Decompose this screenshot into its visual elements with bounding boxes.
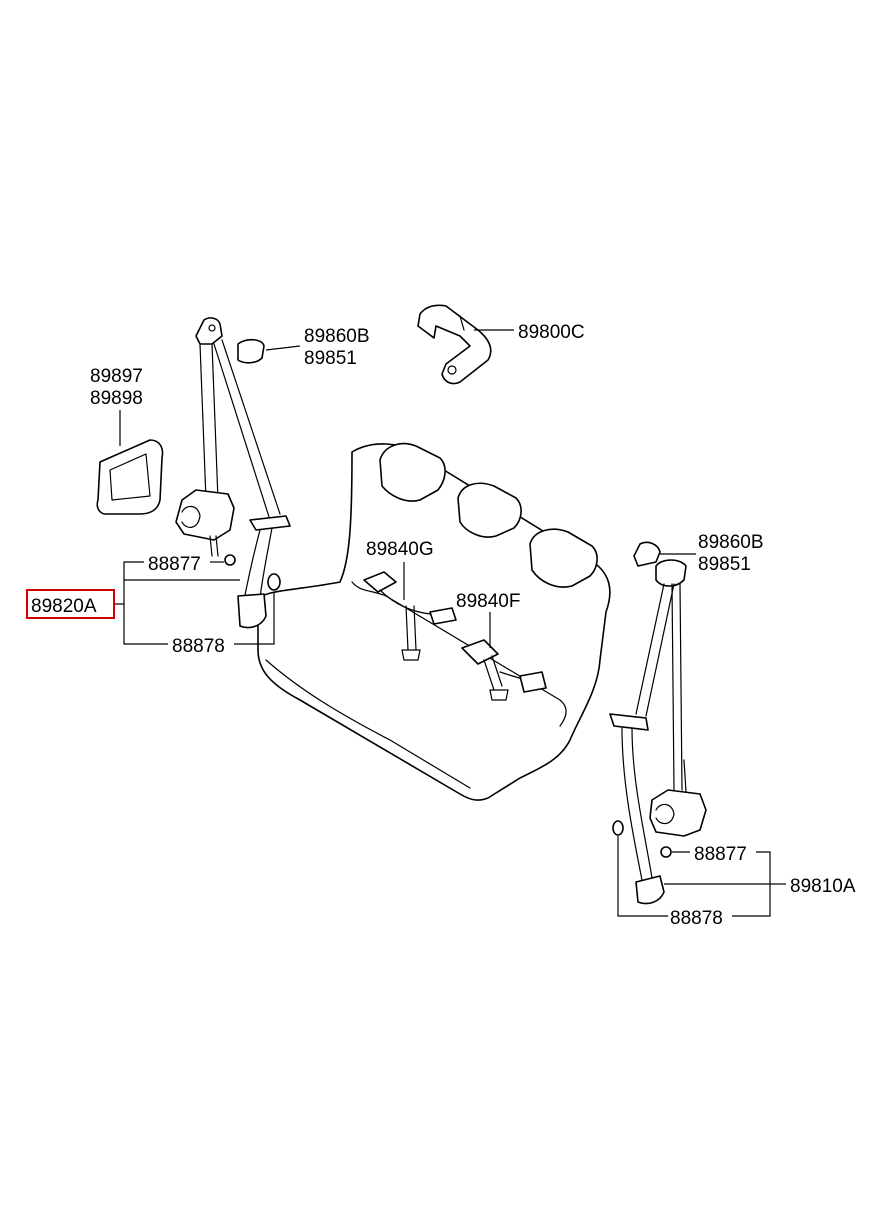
label-88877-right[interactable]: 88877 xyxy=(694,844,747,865)
buckle-89840G xyxy=(363,571,457,661)
label-89820A[interactable]: 89820A xyxy=(31,596,97,617)
label-89898[interactable]: 89898 xyxy=(90,388,143,409)
label-89860B-right[interactable]: 89860B xyxy=(698,532,764,553)
left-bolt-88878 xyxy=(267,573,281,591)
headrest-center xyxy=(457,482,522,538)
right-upper-anchor xyxy=(655,559,687,587)
right-seat-belt xyxy=(609,541,707,905)
label-89840F[interactable]: 89840F xyxy=(456,591,520,612)
right-bolt-88878 xyxy=(612,820,624,836)
label-89840G[interactable]: 89840G xyxy=(366,539,434,560)
leader-lines xyxy=(114,329,786,917)
part-labels: 89860B 89851 89800C 89897 89898 89840G 8… xyxy=(26,322,856,929)
left-belt-guide xyxy=(249,515,291,531)
highlight-box-89820A xyxy=(26,589,115,619)
headrest-left xyxy=(379,442,446,502)
label-89810A[interactable]: 89810A xyxy=(790,876,856,897)
left-anchor-cover xyxy=(237,338,265,364)
trim-cover-89897 xyxy=(96,439,164,515)
label-89800C[interactable]: 89800C xyxy=(518,322,585,343)
label-89851-right[interactable]: 89851 xyxy=(698,554,751,575)
headrest-right xyxy=(529,528,598,588)
label-89860B-left[interactable]: 89860B xyxy=(304,326,370,347)
label-88878-left[interactable]: 88878 xyxy=(172,636,225,657)
left-lower-anchor xyxy=(237,593,267,629)
right-washer-88877 xyxy=(660,846,672,858)
left-seat-belt xyxy=(175,317,291,629)
label-89897[interactable]: 89897 xyxy=(90,366,143,387)
left-retractor xyxy=(175,489,235,541)
right-retractor xyxy=(649,789,707,837)
right-lower-anchor xyxy=(635,875,665,905)
left-washer-88877 xyxy=(224,554,236,566)
bracket-89800C xyxy=(417,304,492,385)
label-89851-left[interactable]: 89851 xyxy=(304,348,357,369)
right-anchor-cover xyxy=(633,541,661,567)
label-88877-left[interactable]: 88877 xyxy=(148,554,201,575)
right-belt-guide xyxy=(609,713,649,731)
left-upper-anchor xyxy=(195,317,223,345)
label-88878-right[interactable]: 88878 xyxy=(670,908,723,929)
buckle-89840F xyxy=(461,639,547,701)
